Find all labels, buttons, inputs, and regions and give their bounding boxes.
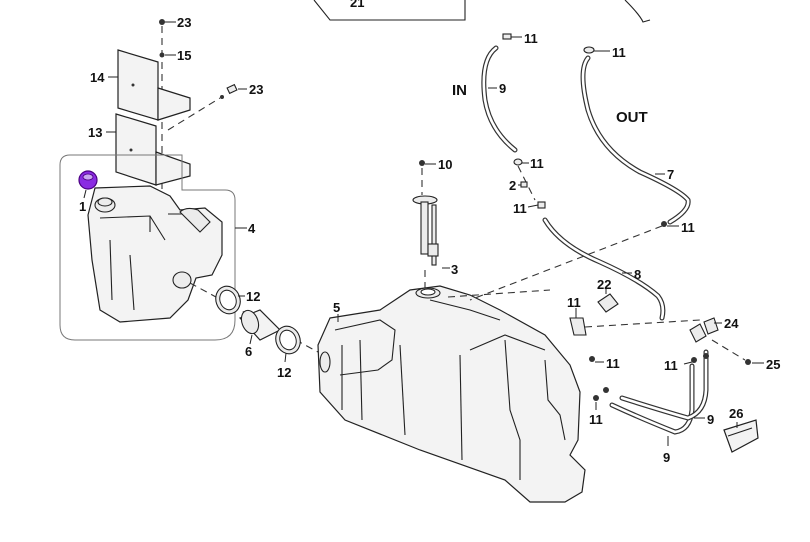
- fitting-group-mid: 11 2 11: [509, 156, 546, 216]
- bracket-13: 13: [88, 113, 191, 186]
- callout-11-bottom3[interactable]: 11: [589, 412, 603, 427]
- clips-11-tank: 11 11: [589, 356, 620, 427]
- callout-14[interactable]: 14: [90, 70, 105, 85]
- callout-11-bottom1[interactable]: 11: [664, 358, 678, 373]
- callout-9-in[interactable]: 9: [499, 81, 506, 96]
- clamp-12-bottom: 12: [275, 325, 301, 380]
- callout-11-mid1[interactable]: 11: [530, 156, 544, 171]
- filler-cap-1: 1: [78, 170, 98, 214]
- callout-21[interactable]: 21: [350, 0, 364, 10]
- hose-6: 6: [238, 309, 282, 359]
- fuel-tank-5: 5: [317, 285, 586, 503]
- callout-25[interactable]: 25: [766, 357, 780, 372]
- hose-7-out: 7: [580, 55, 691, 225]
- callout-3[interactable]: 3: [451, 262, 458, 277]
- callout-24[interactable]: 24: [724, 316, 739, 331]
- callout-12-top[interactable]: 12: [246, 289, 260, 304]
- bracket-14: 14: [90, 49, 191, 121]
- callout-2[interactable]: 2: [509, 178, 516, 193]
- label-in: IN: [452, 82, 467, 99]
- callout-box-21: 21: [313, 0, 466, 21]
- callout-5[interactable]: 5: [333, 300, 340, 315]
- callout-23-top[interactable]: 23: [177, 15, 191, 30]
- fitting-24: 24: [689, 316, 739, 343]
- washer-15: 15: [159, 48, 191, 63]
- bolt-23-top: 23: [159, 15, 191, 30]
- bolt-11-top2: 11: [583, 45, 626, 60]
- callout-22[interactable]: 22: [597, 277, 611, 292]
- label-out: OUT: [616, 109, 648, 126]
- callout-9-right[interactable]: 9: [707, 412, 714, 427]
- clips-11-bottom: 11: [664, 353, 709, 373]
- reservoir-group-4: 4: [59, 154, 256, 341]
- callout-10[interactable]: 10: [438, 157, 452, 172]
- callout-11-top2[interactable]: 11: [612, 45, 626, 60]
- callout-12-bottom[interactable]: 12: [277, 365, 291, 380]
- callout-8[interactable]: 8: [634, 267, 641, 282]
- bolt-23-mid: 23: [167, 82, 263, 131]
- callout-1[interactable]: 1: [79, 199, 86, 214]
- sender-assembly-3: 10 3: [412, 157, 458, 290]
- callout-11-right[interactable]: 11: [681, 220, 695, 235]
- clamp-12-top: 12: [215, 285, 260, 315]
- bolt-25: 25: [711, 339, 780, 372]
- callout-11-mid2[interactable]: 11: [513, 201, 527, 216]
- callout-26[interactable]: 26: [729, 406, 743, 421]
- callout-9-bottom[interactable]: 9: [663, 450, 670, 465]
- fuel-line-8: 8: [542, 217, 666, 321]
- callout-7[interactable]: 7: [667, 167, 674, 182]
- connection-line-tank: [447, 289, 551, 298]
- connection-line-right: [469, 225, 663, 301]
- hose-9-in: 9: [481, 45, 518, 153]
- connector-22: 22: [597, 277, 619, 313]
- plate-26: 26: [723, 406, 759, 453]
- connection-line-brackets: [584, 319, 701, 328]
- bolt-11-top1: 11: [502, 31, 538, 46]
- callout-11-bottom2[interactable]: 11: [606, 356, 620, 371]
- hose-9-lower: 9 9: [609, 349, 714, 465]
- callout-23-mid[interactable]: 23: [249, 82, 263, 97]
- callout-13[interactable]: 13: [88, 125, 102, 140]
- callout-11-top1[interactable]: 11: [524, 31, 538, 46]
- bracket-11: 11: [567, 295, 587, 336]
- callout-4[interactable]: 4: [248, 221, 256, 236]
- bolt-11-right: 11: [661, 220, 695, 235]
- hose-fragment-top: [624, 0, 651, 23]
- callout-15[interactable]: 15: [177, 48, 191, 63]
- callout-6[interactable]: 6: [245, 344, 252, 359]
- callout-11-bracket[interactable]: 11: [567, 295, 581, 310]
